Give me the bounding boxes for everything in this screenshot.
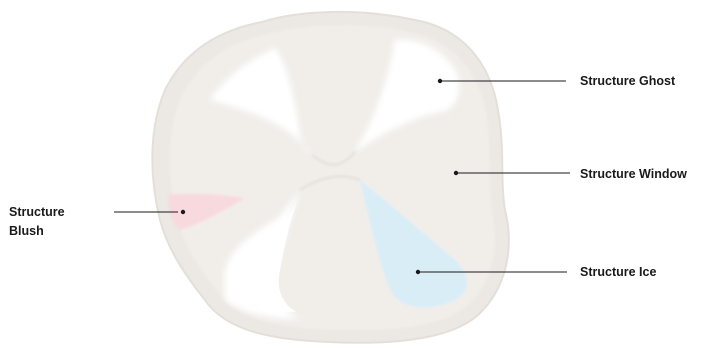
label-structure-blush-line1: Structure: [9, 203, 89, 222]
label-structure-blush-line2: Blush: [9, 222, 89, 241]
label-structure-blush: Structure Blush: [9, 203, 89, 241]
label-structure-ice: Structure Ice: [580, 263, 656, 282]
label-structure-window: Structure Window: [580, 165, 687, 184]
label-structure-ghost: Structure Ghost: [580, 72, 675, 91]
